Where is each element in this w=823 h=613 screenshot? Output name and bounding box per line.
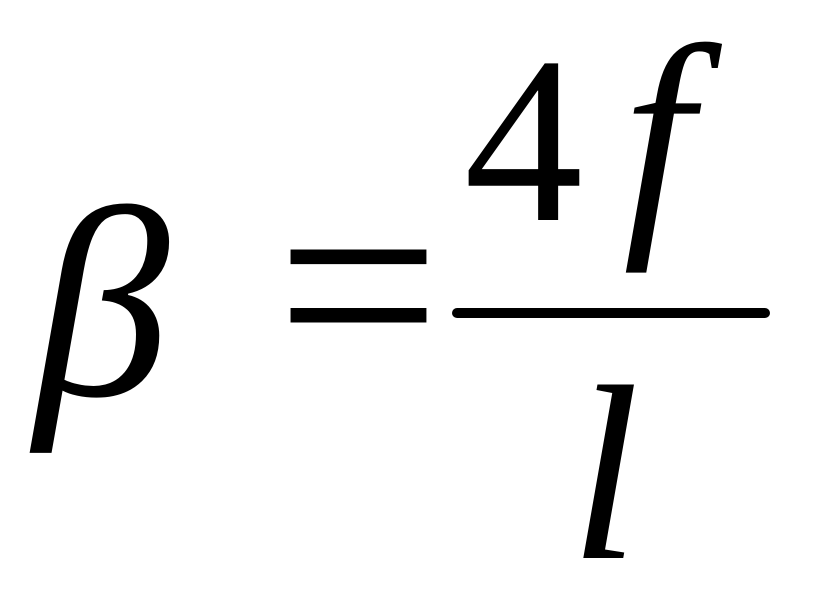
lhs-symbol: β <box>34 153 170 454</box>
numerator-variable: f <box>623 0 694 274</box>
equals-sign: = <box>276 124 441 447</box>
fraction-denominator: l <box>570 336 640 613</box>
fraction-bar <box>452 308 770 318</box>
numerator-coefficient: 4 <box>464 9 583 272</box>
fraction-numerator: 4 f <box>464 8 693 260</box>
